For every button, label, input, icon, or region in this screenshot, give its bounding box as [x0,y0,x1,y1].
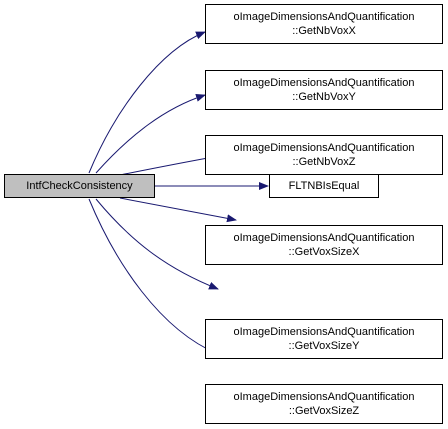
node-label-method: ::GetVoxSizeY [288,340,360,352]
edge-root-to-getvoxsizex [119,197,237,223]
node-label: FLTNBIsEqual [288,180,360,192]
node-label-class: oImageDimensionsAndQuantification [233,142,415,154]
node-label-method: ::GetVoxSizeX [288,246,360,258]
node-label-method: ::GetNbVoxZ [292,156,356,168]
edge-root-to-getvoxsizey [95,198,219,290]
node-intfcheckconsistency[interactable]: IntfCheckConsistency [4,174,155,198]
node-label-method: ::GetNbVoxY [292,91,356,103]
node-label-class: oImageDimensionsAndQuantification [233,77,415,89]
edge-root-to-getvoxsizez [88,198,219,355]
node-getvoxsizey[interactable]: oImageDimensionsAndQuantification ::GetV… [205,319,443,359]
node-label-class: oImageDimensionsAndQuantification [233,391,415,403]
node-label: IntfCheckConsistency [26,180,133,192]
node-label-class: oImageDimensionsAndQuantification [233,11,415,23]
node-fltnbisequal[interactable]: FLTNBIsEqual [269,174,379,198]
edge-root-to-getnbvoxy [95,93,206,174]
node-label-class: oImageDimensionsAndQuantification [233,232,415,244]
edge-root-to-getnbvoxx [88,31,206,174]
node-getnbvoxx[interactable]: oImageDimensionsAndQuantification ::GetN… [205,4,443,44]
node-getvoxsizex[interactable]: oImageDimensionsAndQuantification ::GetV… [205,225,443,265]
node-label-method: ::GetNbVoxX [292,25,356,37]
node-label-class: oImageDimensionsAndQuantification [233,326,415,338]
node-getnbvoxy[interactable]: oImageDimensionsAndQuantification ::GetN… [205,70,443,110]
node-label-method: ::GetVoxSizeZ [288,405,360,417]
node-getnbvoxz[interactable]: oImageDimensionsAndQuantification ::GetN… [205,135,443,175]
node-getvoxsizez[interactable]: oImageDimensionsAndQuantification ::GetV… [205,384,443,424]
